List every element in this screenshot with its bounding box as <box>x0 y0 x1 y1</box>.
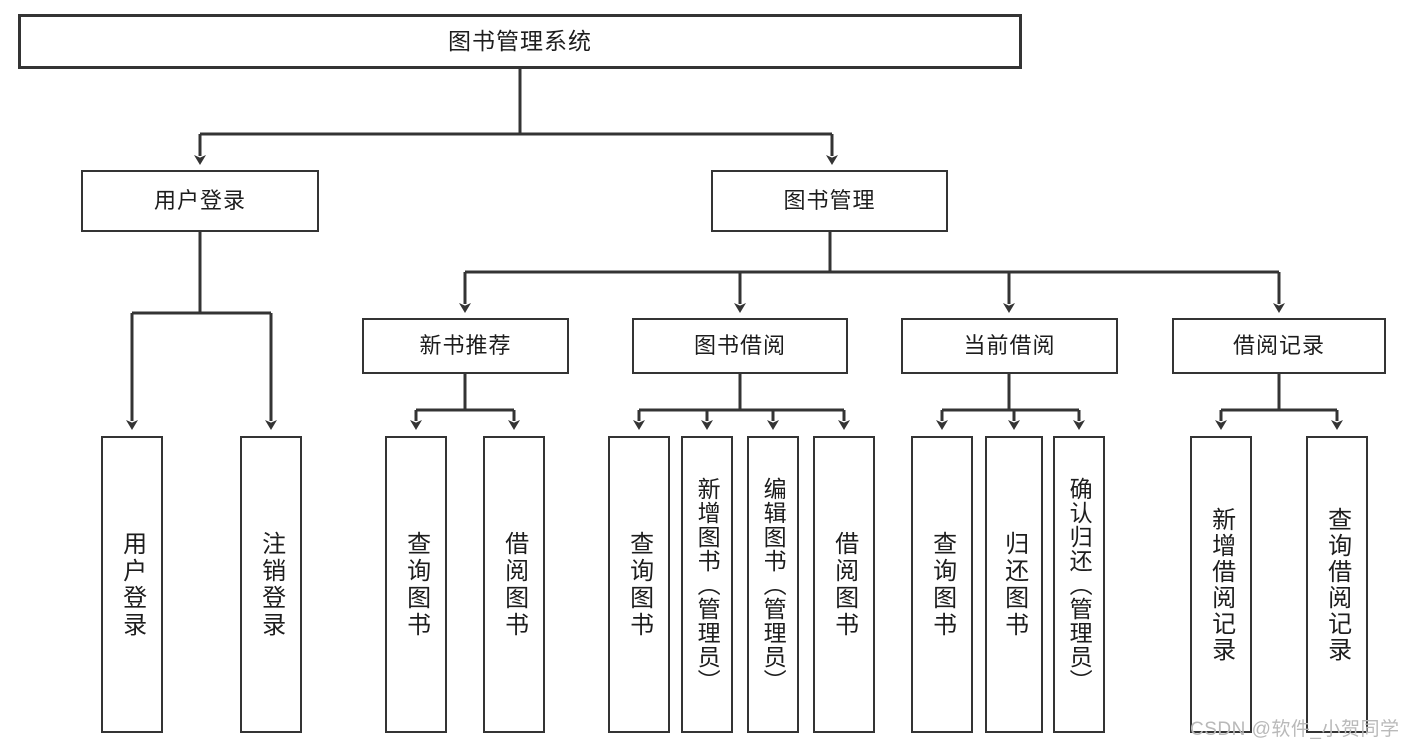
node-current-borrow-label: 当前借阅 <box>963 333 1056 359</box>
node-current-borrow[interactable]: 当前借阅 <box>901 318 1118 374</box>
watermark: CSDN @软件_小贺同学 <box>1190 719 1400 740</box>
node-leaf-query-book-rec-label: 查询图书 <box>402 530 430 639</box>
node-user-login[interactable]: 用户登录 <box>81 170 319 232</box>
node-root-label: 图书管理系统 <box>448 28 592 55</box>
node-book-management-label: 图书管理 <box>783 188 876 214</box>
node-book-borrow[interactable]: 图书借阅 <box>632 318 848 374</box>
node-leaf-borrow-book-label: 借阅图书 <box>830 530 858 639</box>
node-leaf-add-record[interactable]: 新增借阅记录 <box>1190 436 1252 733</box>
node-leaf-edit-book-label: 编辑图书（管理员） <box>760 476 787 693</box>
node-leaf-query-book-borrow-label: 查询图书 <box>625 530 653 639</box>
node-new-book-recommend[interactable]: 新书推荐 <box>362 318 569 374</box>
node-leaf-logout-label: 注销登录 <box>257 530 285 639</box>
node-leaf-query-book-borrow[interactable]: 查询图书 <box>608 436 670 733</box>
node-leaf-borrow-book[interactable]: 借阅图书 <box>813 436 875 733</box>
node-leaf-query-book-cur[interactable]: 查询图书 <box>911 436 973 733</box>
node-leaf-query-book-cur-label: 查询图书 <box>928 530 956 639</box>
node-new-book-recommend-label: 新书推荐 <box>419 333 512 359</box>
node-leaf-add-record-label: 新增借阅记录 <box>1207 506 1235 663</box>
node-leaf-return-book-label: 归还图书 <box>1000 530 1028 639</box>
node-leaf-logout[interactable]: 注销登录 <box>240 436 302 733</box>
node-leaf-user-login-label: 用户登录 <box>118 530 146 639</box>
node-leaf-user-login[interactable]: 用户登录 <box>101 436 163 733</box>
node-root[interactable]: 图书管理系统 <box>18 14 1022 69</box>
node-leaf-add-book-label: 新增图书（管理员） <box>694 476 721 693</box>
node-borrow-record-label: 借阅记录 <box>1232 333 1325 359</box>
node-leaf-query-record[interactable]: 查询借阅记录 <box>1306 436 1368 733</box>
node-leaf-confirm-return-label: 确认归还（管理员） <box>1066 476 1093 693</box>
node-leaf-add-book[interactable]: 新增图书（管理员） <box>681 436 733 733</box>
node-leaf-query-book-rec[interactable]: 查询图书 <box>385 436 447 733</box>
node-leaf-query-record-label: 查询借阅记录 <box>1323 506 1351 663</box>
node-leaf-borrow-book-rec[interactable]: 借阅图书 <box>483 436 545 733</box>
node-leaf-edit-book[interactable]: 编辑图书（管理员） <box>747 436 799 733</box>
node-user-login-label: 用户登录 <box>153 188 246 214</box>
node-book-management[interactable]: 图书管理 <box>711 170 948 232</box>
node-leaf-confirm-return[interactable]: 确认归还（管理员） <box>1053 436 1105 733</box>
node-book-borrow-label: 图书借阅 <box>693 333 786 359</box>
node-leaf-borrow-book-rec-label: 借阅图书 <box>500 530 528 639</box>
node-leaf-return-book[interactable]: 归还图书 <box>985 436 1043 733</box>
node-borrow-record[interactable]: 借阅记录 <box>1172 318 1386 374</box>
